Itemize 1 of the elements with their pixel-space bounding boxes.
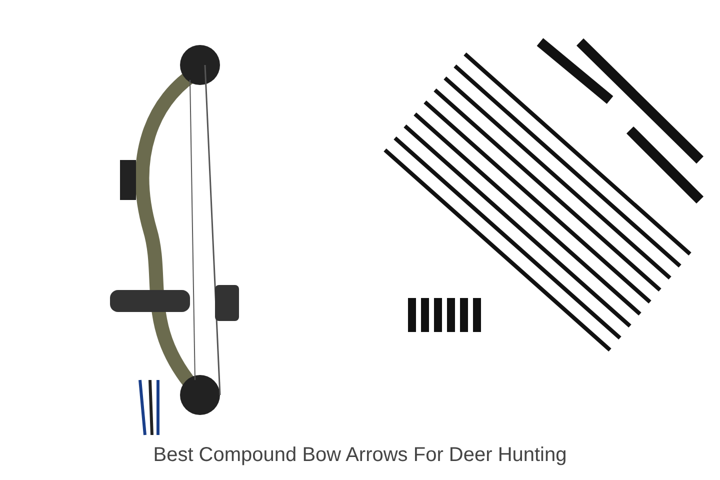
caption: Best Compound Bow Arrows For Deer Hunting [152, 444, 568, 467]
